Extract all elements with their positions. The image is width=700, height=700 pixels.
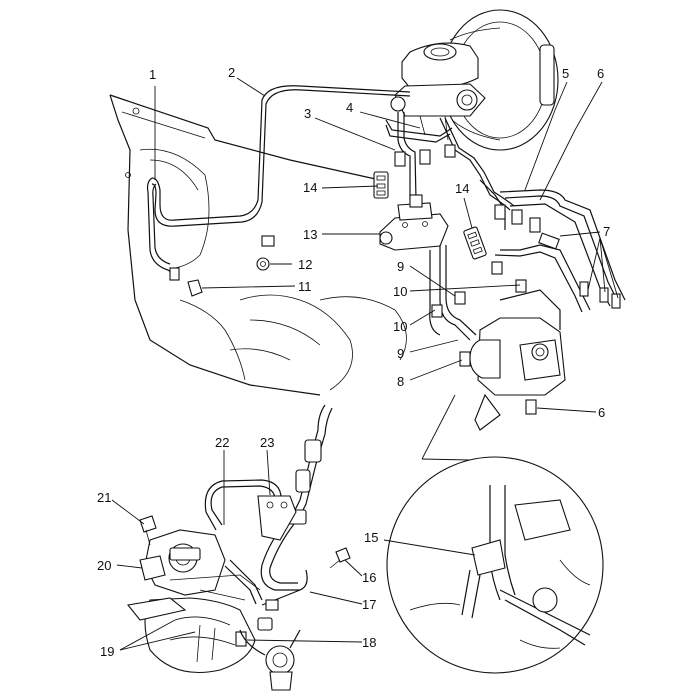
- callout-5: 5: [562, 66, 569, 81]
- callout-1: 1: [149, 67, 156, 82]
- brake-line-1: [146, 177, 180, 281]
- callout-labels: 1 2 3 4 5 6 6 7 8 9 9 10 10 11 12 13 14 …: [97, 65, 610, 659]
- inner-fender-panel: [109, 94, 407, 396]
- callout-11: 11: [298, 279, 312, 294]
- callout-7: 7: [603, 224, 610, 239]
- callout-21: 21: [97, 490, 111, 505]
- callout-9-upper: 9: [397, 259, 404, 274]
- abs-control-unit: [469, 289, 566, 431]
- lower-assembly: [126, 404, 351, 691]
- detail-inset: [386, 394, 604, 674]
- leader-lines: [111, 77, 619, 651]
- mounting-bracket: [385, 119, 453, 143]
- callout-17: 17: [362, 597, 376, 612]
- callout-22: 22: [215, 435, 229, 450]
- callout-15: 15: [364, 530, 378, 545]
- callout-14-left: 14: [303, 180, 317, 195]
- callout-3: 3: [304, 106, 311, 121]
- callout-2: 2: [228, 65, 235, 80]
- callout-18: 18: [362, 635, 376, 650]
- upper-assembly: [109, 9, 626, 431]
- brake-lines-right: [429, 179, 626, 367]
- callout-13: 13: [303, 227, 317, 242]
- callout-8: 8: [397, 374, 404, 389]
- fasteners-11-12: [187, 235, 275, 297]
- combination-valve: [379, 194, 449, 251]
- callout-6-upper: 6: [597, 66, 604, 81]
- callout-20: 20: [97, 558, 111, 573]
- callout-10-lower: 10: [393, 319, 407, 334]
- callout-4: 4: [346, 100, 353, 115]
- master-cylinder: [390, 42, 486, 141]
- callout-9-lower: 9: [397, 346, 404, 361]
- callout-23: 23: [260, 435, 274, 450]
- brake-line-2: [151, 85, 411, 227]
- callout-12: 12: [298, 257, 312, 272]
- callout-19: 19: [100, 644, 114, 659]
- brake-line-clips: [373, 171, 487, 260]
- callout-14-right: 14: [455, 181, 469, 196]
- callout-16: 16: [362, 570, 376, 585]
- callout-10-upper: 10: [393, 284, 407, 299]
- callout-6-lower: 6: [598, 405, 605, 420]
